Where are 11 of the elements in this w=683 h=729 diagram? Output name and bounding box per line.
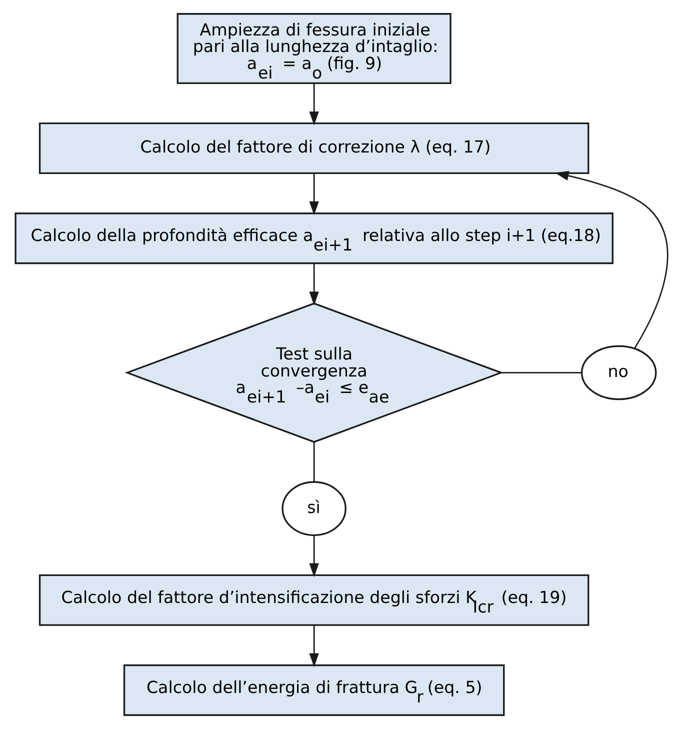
node-ellipse: no (580, 345, 656, 400)
arrow (308, 625, 318, 668)
connector (501, 372, 581, 374)
node-ellipse: sì (281, 481, 346, 536)
arrow (308, 83, 318, 126)
arrow (554, 171, 668, 349)
connector (312, 442, 314, 482)
arrow (308, 535, 318, 578)
arrow (308, 264, 318, 306)
node-box: Calcolo del fattore di correzione λ (eq. 17) (38, 122, 589, 174)
arrow (308, 174, 318, 216)
